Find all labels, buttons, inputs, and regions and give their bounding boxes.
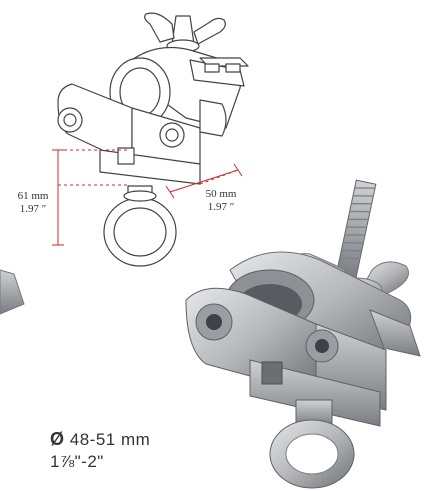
diameter-mm-line: Ø 48-51 mm [50,428,150,451]
height-dimension-label: 61 mm 1.97 ″ [10,190,56,216]
height-mm: 61 mm [17,190,49,202]
diameter-spec: Ø 48-51 mm 1⅞"-2" [50,428,150,473]
diameter-range-mm: 48-51 mm [69,430,151,449]
width-in: 1.97 ″ [207,201,235,213]
diameter-range-in: 1⅞"-2" [50,452,104,471]
diameter-symbol: Ø [50,429,65,449]
width-mm: 50 mm [205,188,237,200]
width-dimension-label: 50 mm 1.97 ″ [198,188,244,214]
height-in: 1.97 ″ [19,203,47,215]
